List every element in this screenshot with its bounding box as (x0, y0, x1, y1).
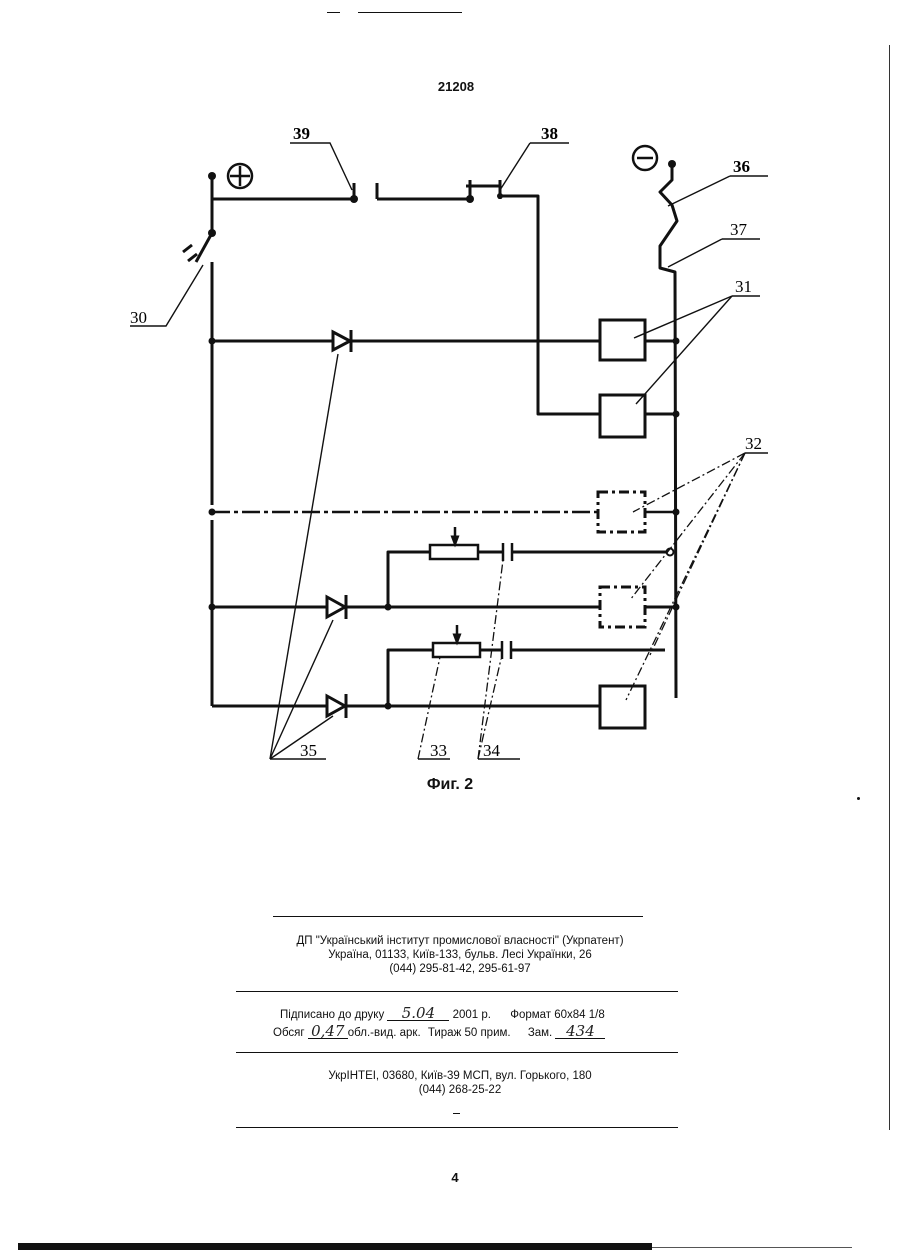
figure-caption: Фиг. 2 (400, 776, 500, 794)
publisher-block: ДП "Український інститут промислової вла… (230, 934, 690, 976)
diode-1 (333, 332, 350, 350)
volume-unit: обл.-вид. арк. (348, 1027, 421, 1039)
imprint-rule-2 (236, 991, 678, 992)
printer-line-2: (044) 268-25-22 (230, 1083, 690, 1097)
printer-block: УкрІНТЕІ, 03680, Київ-39 МСП, вул. Горьк… (230, 1069, 690, 1097)
label-31: 31 (735, 277, 752, 296)
signed-year: 2001 р. (453, 1009, 491, 1021)
printer-line-1: УкрІНТЕІ, 03680, Київ-39 МСП, вул. Горьк… (230, 1069, 690, 1083)
diode-2 (327, 597, 345, 617)
printer-small-dash (453, 1113, 460, 1114)
right-bus (660, 164, 677, 698)
label-37: 37 (730, 220, 748, 239)
format-text: Формат 60x84 1/8 (510, 1009, 605, 1021)
load-32-a (598, 492, 645, 532)
volume-handwritten: 0,47 (308, 1024, 348, 1039)
label-35: 35 (300, 741, 317, 760)
publisher-line-2: Україна, 01133, Київ-133, бульв. Лесі Ук… (230, 948, 690, 962)
publisher-line-1: ДП "Український інститут промислової вла… (230, 934, 690, 948)
label-34: 34 (483, 741, 501, 760)
rc-link-1 (388, 552, 430, 607)
circuit-diagram: 30 39 38 36 37 31 32 35 33 34 (0, 0, 900, 800)
switch-30-tick-a (183, 245, 192, 252)
volume-label: Обсяг (273, 1027, 305, 1039)
order-handwritten: 434 (555, 1024, 605, 1039)
load-31-a (600, 320, 645, 360)
page-number: 4 (440, 1170, 470, 1185)
label-36: 36 (733, 157, 750, 176)
minus-terminal-symbol (633, 146, 657, 170)
signed-date-handwritten: 5.04 (387, 1006, 449, 1021)
switch-30-blade (196, 233, 212, 262)
scan-speck (857, 797, 860, 800)
label-33: 33 (430, 741, 447, 760)
signed-label: Підписано до друку (280, 1009, 384, 1021)
contact-38-lead (500, 196, 600, 414)
bottom-scan-bar-thin (652, 1247, 852, 1248)
publisher-line-3: (044) 295-81-42, 295-61-97 (230, 962, 690, 976)
load-32-c (600, 686, 645, 728)
circulation: Тираж 50 прим. (428, 1027, 511, 1039)
imprint-rule-3 (236, 1052, 678, 1053)
order-label: Зам. (528, 1027, 552, 1039)
resistor-2 (433, 643, 480, 657)
diode-3 (327, 696, 345, 716)
plus-terminal-symbol (228, 164, 252, 188)
bottom-scan-bar (18, 1243, 652, 1250)
label-38: 38 (541, 124, 558, 143)
resistor-1 (430, 545, 478, 559)
label-39: 39 (293, 124, 310, 143)
volume-line: Обсяг 0,47обл.-вид. арк. Тираж 50 прим. … (240, 1024, 680, 1040)
load-32-b (600, 587, 645, 627)
label-30: 30 (130, 308, 147, 327)
signed-line: Підписано до друку 5.04 2001 р. Формат 6… (240, 1006, 670, 1022)
rc-link-2 (388, 650, 433, 706)
imprint-rule-bottom (236, 1127, 678, 1128)
label-32: 32 (745, 434, 762, 453)
imprint-rule-top (273, 916, 643, 917)
